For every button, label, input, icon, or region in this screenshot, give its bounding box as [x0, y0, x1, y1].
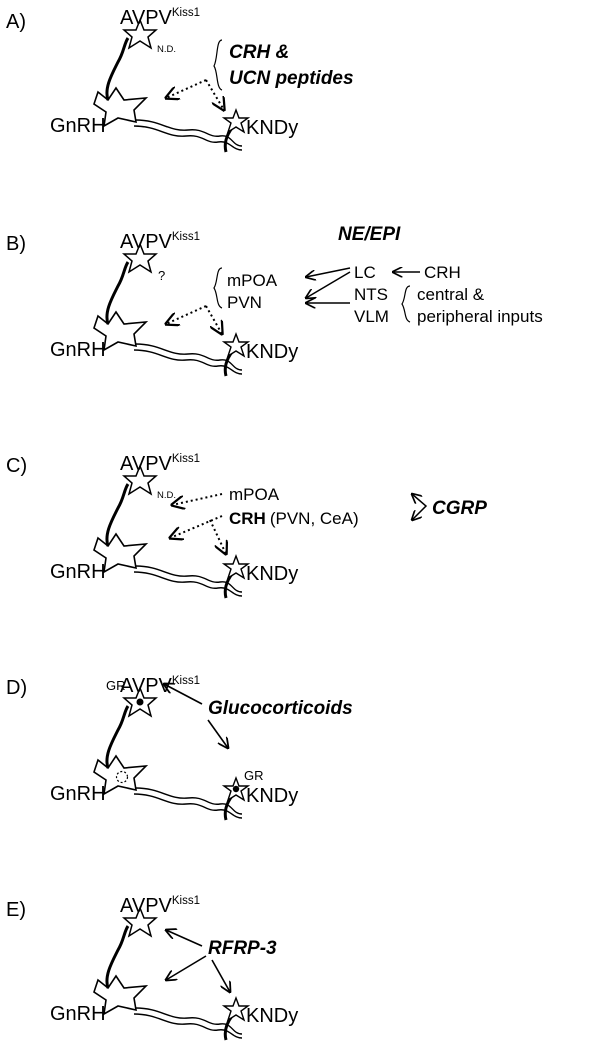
dotted-arrow-to-kndy [205, 305, 222, 334]
arrow-to-avpv [166, 930, 203, 947]
gr-nucleus-kndy-icon [232, 785, 240, 793]
dotted-arrow-crh-to-gnrh [170, 515, 223, 538]
panel-label-a: A) [6, 11, 26, 33]
source-crh: CRH(PVN, CeA) [229, 509, 359, 528]
avpv-kiss1-neuron [122, 241, 158, 274]
arrow-to-avpv [164, 684, 203, 705]
gr-nucleus-avpv-icon [136, 698, 144, 706]
dotted-arrow-to-gnrh [166, 79, 207, 98]
arrow-to-kndy [211, 959, 230, 992]
avpv-label: AVPVKiss1 [120, 453, 200, 475]
kndy-neuron [221, 108, 251, 134]
gnrh-dendrite [105, 37, 130, 101]
gnrh-neuron-soma [93, 532, 149, 574]
neuron-schematic [93, 685, 251, 821]
glucocorticoids-factor: Glucocorticoids [208, 698, 353, 719]
gnrh-axon [135, 119, 243, 147]
arrow-to-kndy [207, 719, 228, 748]
arrow-to-gnrh [166, 955, 207, 980]
kndy-label: KNDy [246, 341, 298, 363]
gnrh-nucleus-dashed-icon [115, 770, 129, 784]
cgrp-bidirectional-arrow [412, 494, 428, 520]
avpv-kiss1-neuron [122, 463, 158, 496]
panel-d: D) AVPVKiss1 GR GR GnRH KNDy Glucocortic… [6, 675, 353, 821]
gnrh-axon [135, 343, 243, 371]
gnrh-label: GnRH [50, 1003, 106, 1025]
neuron-schematic [93, 463, 251, 599]
gnrh-axon [135, 787, 243, 815]
gnrh-label: GnRH [50, 561, 106, 583]
kndy-neuron [221, 332, 251, 358]
gnrh-dendrite [105, 483, 130, 547]
avpv-status-mark: N.D. [157, 490, 176, 501]
gnrh-label: GnRH [50, 339, 106, 361]
panel-label-b: B) [6, 233, 26, 255]
dotted-arrow-crh-to-kndy [209, 519, 226, 554]
kndy-label: KNDy [246, 563, 298, 585]
gnrh-neuron-soma [93, 974, 149, 1016]
panel-label-d: D) [6, 677, 27, 699]
gnrh-neuron-soma [93, 86, 149, 128]
avpv-status-mark: ? [158, 268, 165, 283]
target-mpoa: mPOA [227, 271, 278, 290]
source-nts: NTS [354, 285, 388, 304]
brace-icon [213, 39, 223, 91]
gnrh-label: GnRH [50, 115, 106, 137]
source-mpoa: mPOA [229, 485, 280, 504]
arrow-lc-to-mpoa [306, 267, 351, 277]
brace-icon [213, 267, 223, 309]
gnrh-dendrite [105, 261, 130, 325]
panel-label-c: C) [6, 455, 27, 477]
gnrh-dendrite [105, 925, 130, 989]
avpv-label: AVPVKiss1 [120, 231, 200, 253]
neuron-schematic [93, 905, 251, 1041]
gnrh-label: GnRH [50, 783, 106, 805]
avpv-kiss1-neuron [122, 905, 158, 938]
panel-e: E) AVPVKiss1 GnRH KNDy RFRP-3 [6, 895, 298, 1041]
source-vlm: VLM [354, 307, 389, 326]
brace-icon [401, 285, 411, 323]
gr-label-avpv: GR [106, 678, 126, 693]
panel-c: C) AVPVKiss1 N.D. GnRH KNDy mPOA CRH(PVN… [6, 453, 487, 599]
gnrh-neuron-soma [93, 310, 149, 352]
panel-label-e: E) [6, 899, 26, 921]
dotted-arrow-to-gnrh [166, 305, 207, 324]
avpv-status-mark: N.D. [157, 44, 176, 55]
kndy-label: KNDy [246, 117, 298, 139]
dotted-arrow-to-kndy [205, 79, 224, 110]
target-pvn: PVN [227, 293, 262, 312]
gnrh-dendrite [105, 705, 130, 769]
avpv-label: AVPVKiss1 [120, 675, 200, 697]
avpv-label: AVPVKiss1 [120, 7, 200, 29]
kndy-label: KNDy [246, 1005, 298, 1027]
inputs-line-2: peripheral inputs [417, 307, 543, 326]
avpv-label: AVPVKiss1 [120, 895, 200, 917]
ne-epi-title: NE/EPI [338, 224, 401, 245]
panel-b: B) AVPVKiss1 ? GnRH KNDy NE/EPI mPOA PVN… [6, 224, 543, 377]
gr-label-kndy: GR [244, 768, 264, 783]
kndy-neuron [221, 996, 251, 1022]
source-lc: LC [354, 263, 376, 282]
neuron-schematic [93, 17, 251, 153]
gnrh-axon [135, 565, 243, 593]
cgrp-factor: CGRP [432, 498, 487, 519]
panel-a: A) AVPVKiss1 N.D. GnRH KNDy CRH & UCN pe… [6, 7, 354, 153]
factor-line-2: UCN peptides [229, 68, 354, 89]
inputs-line-1: central & [417, 285, 485, 304]
dotted-arrow-mpoa-to-avpv [172, 493, 223, 505]
kndy-neuron [221, 554, 251, 580]
gnrh-neuron-soma [93, 754, 149, 796]
rfrp3-factor: RFRP-3 [208, 938, 277, 959]
factor-line-1: CRH & [229, 42, 289, 63]
arrow-lc-to-pvn [306, 271, 351, 298]
neuron-schematic [93, 241, 251, 377]
avpv-kiss1-neuron [122, 17, 158, 50]
kndy-label: KNDy [246, 785, 298, 807]
crh-input-label: CRH [424, 263, 461, 282]
gnrh-axon [135, 1007, 243, 1035]
